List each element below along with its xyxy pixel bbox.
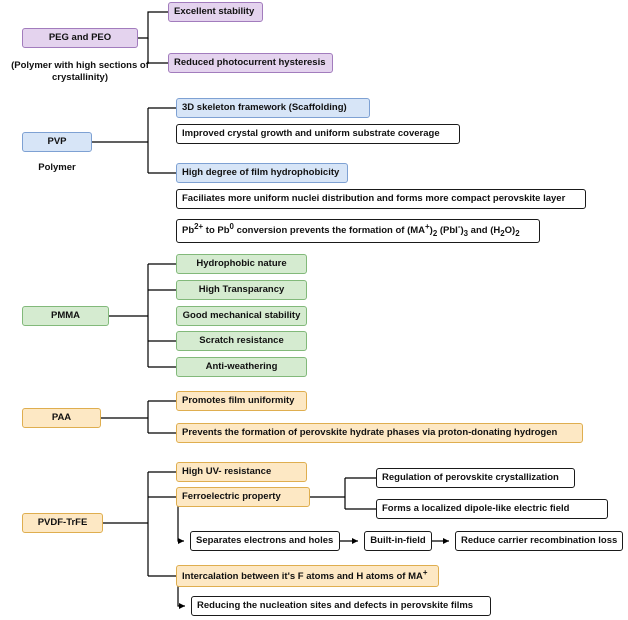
built-in-field-box: Built-in-field [364, 531, 432, 551]
hydrophobicity-box: High degree of film hydrophobicity [176, 163, 348, 183]
nuclei-distribution-box: Faciliates more uniform nuclei distribut… [176, 189, 586, 209]
crystal-growth-box: Improved crystal growth and uniform subs… [176, 124, 460, 144]
pb-conversion-text: Pb2+ to Pb0 conversion prevents the form… [182, 222, 520, 239]
pvdf-trfe-box: PVDF-TrFE [22, 513, 103, 533]
film-uniformity-box: Promotes film uniformity [176, 391, 307, 411]
high-uv-resistance-box: High UV- resistance [176, 462, 307, 482]
ferroelectric-box: Ferroelectric property [176, 487, 310, 507]
mechanical-stability-box: Good mechanical stability [176, 306, 307, 326]
peg-peo-box: PEG and PEO [22, 28, 138, 48]
paa-box: PAA [22, 408, 101, 428]
reducing-nucleation-box: Reducing the nucleation sites and defect… [191, 596, 491, 616]
reduce-recombination-box: Reduce carrier recombination loss [455, 531, 623, 551]
intercalation-box: Intercalation between it's F atoms and H… [176, 565, 439, 587]
pvp-caption: Polymer [38, 162, 76, 173]
anti-weathering-box: Anti-weathering [176, 357, 307, 377]
separates-box: Separates electrons and holes [190, 531, 340, 551]
hydrophobic-nature-box: Hydrophobic nature [176, 254, 307, 274]
pb-conversion-box: Pb2+ to Pb0 conversion prevents the form… [176, 219, 540, 243]
pmma-box: PMMA [22, 306, 109, 326]
peg-connector [138, 11, 168, 39]
scaffolding-box: 3D skeleton framework (Scaffolding) [176, 98, 370, 118]
reduced-hysteresis-box: Reduced photocurrent hysteresis [168, 53, 333, 73]
excellent-stability-box: Excellent stability [168, 2, 263, 22]
peg-peo-caption: (Polymer with high sections of crystalli… [11, 60, 149, 83]
hydrate-phases-box: Prevents the formation of perovskite hyd… [176, 423, 583, 443]
pvp-box: PVP [22, 132, 92, 152]
peg-peo-title: PEG and PEO [48, 31, 112, 43]
dipole-field-box: Forms a localized dipole-like electric f… [376, 499, 608, 519]
scratch-resistance-box: Scratch resistance [176, 331, 307, 351]
regulation-box: Regulation of perovskite crystallization [376, 468, 575, 488]
high-transparancy-box: High Transparancy [176, 280, 307, 300]
